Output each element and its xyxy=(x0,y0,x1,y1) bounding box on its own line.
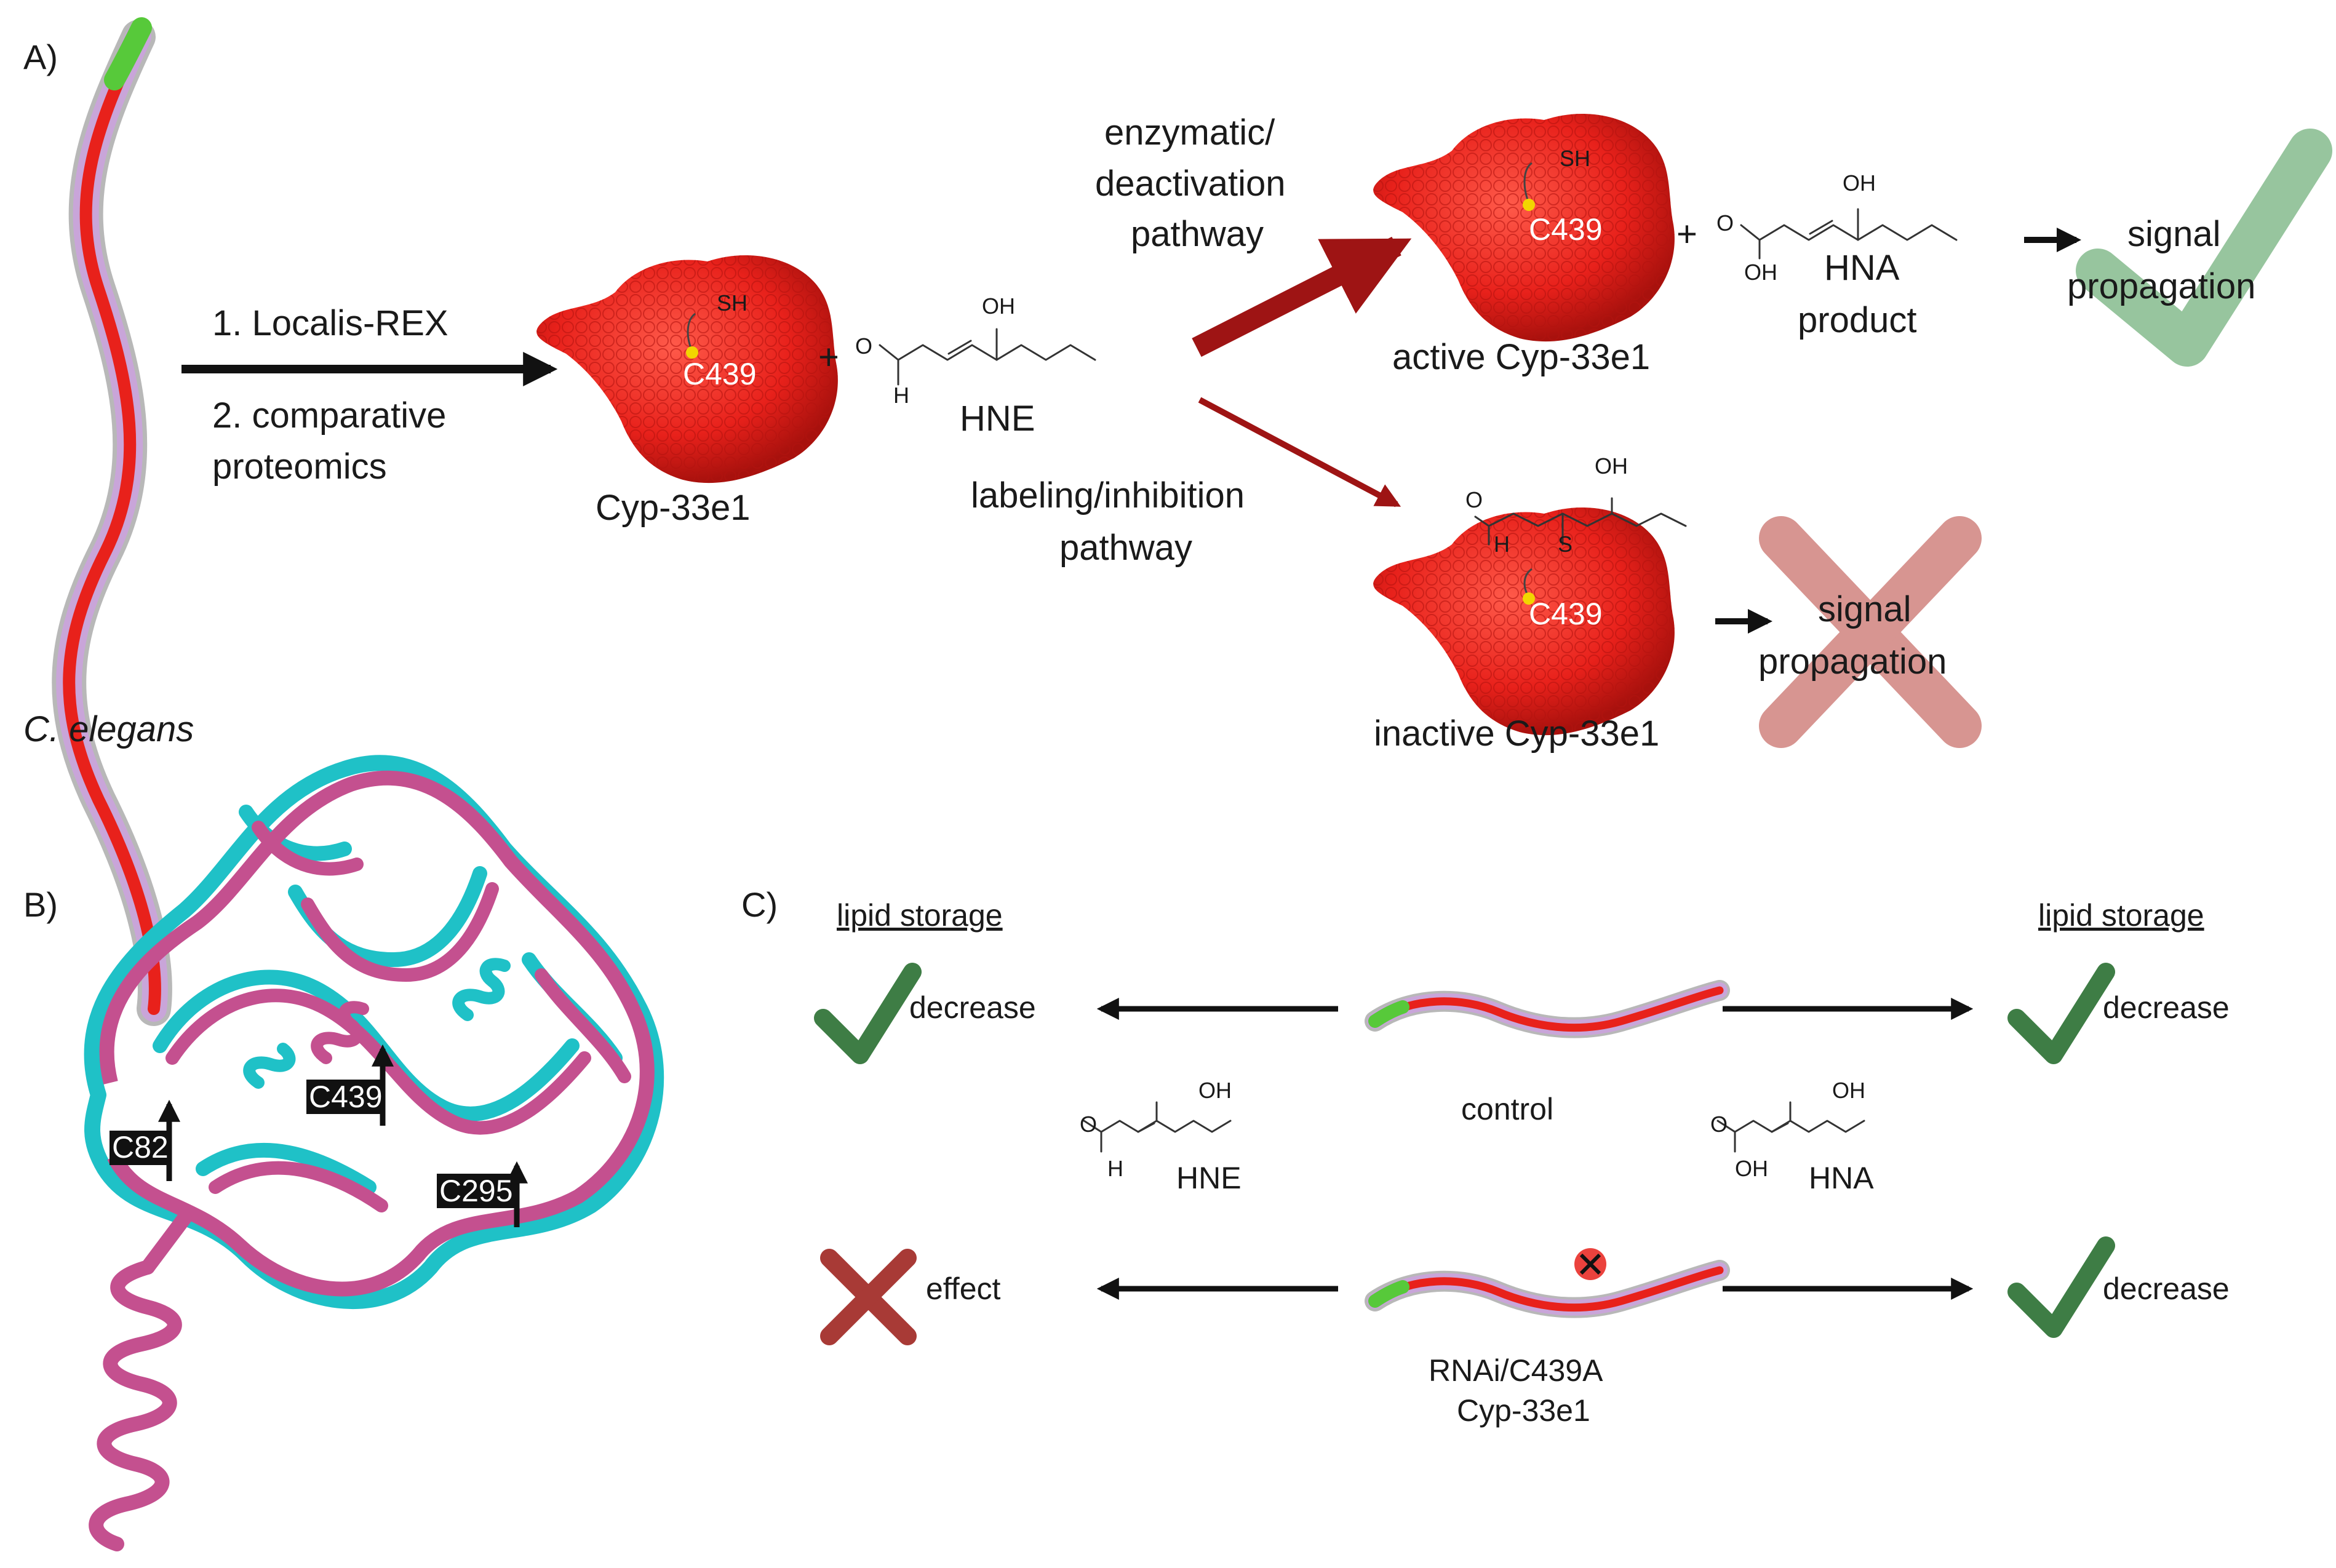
hna-small-hydroxyl: OH xyxy=(1832,1078,1865,1103)
inactive-sulfur: S xyxy=(1558,531,1573,557)
enzymatic-line3: pathway xyxy=(1131,214,1264,254)
hna-structure xyxy=(1740,208,1958,260)
signal-bottom-line2: propagation xyxy=(1758,642,1947,682)
active-residue-label: C439 xyxy=(1529,212,1603,247)
hna-small-hydroxyl-acid: OH xyxy=(1735,1156,1768,1181)
knockout-mark-icon xyxy=(1574,1248,1606,1280)
control-worm-illustration xyxy=(1375,990,1720,1028)
mutant-label-line1: RNAi/C439A xyxy=(1429,1353,1603,1388)
protein-name-label: Cyp-33e1 xyxy=(596,488,750,528)
hne-small-structure xyxy=(1083,1101,1232,1153)
organism-label: C. elegans xyxy=(23,709,194,749)
hne-label: HNE xyxy=(960,399,1035,439)
hna-oxygen: O xyxy=(1716,210,1734,236)
step1-label: 1. Localis-REX xyxy=(212,303,448,343)
enzymatic-line2: deactivation xyxy=(1095,164,1286,204)
inactive-adduct-chain xyxy=(1474,497,1687,546)
residue-c439-label: C439 xyxy=(683,357,757,391)
cyp33e1-protein-surface xyxy=(536,255,838,484)
inactive-cyp33e1-protein-surface xyxy=(1373,507,1675,736)
mutant-left-outcome: effect xyxy=(926,1272,1000,1306)
control-label: control xyxy=(1461,1092,1553,1126)
hne-oxygen: O xyxy=(855,333,872,359)
control-left-outcome: decrease xyxy=(909,990,1036,1025)
hna-small-oxygen: O xyxy=(1710,1112,1728,1137)
lipid-storage-header-right: lipid storage xyxy=(2038,898,2204,933)
signal-top-line2: propagation xyxy=(2067,266,2255,306)
cross-icon-large xyxy=(1759,516,1982,748)
active-cyp33e1-protein-surface xyxy=(1373,114,1675,342)
control-right-outcome: decrease xyxy=(2103,990,2230,1025)
hna-line2: product xyxy=(1798,300,1916,340)
plus-sign: + xyxy=(818,337,839,377)
plus-sign-2: + xyxy=(1676,214,1697,254)
panel-b-label: B) xyxy=(23,885,58,924)
labeling-pathway-arrow xyxy=(1198,397,1401,507)
step2-line2: proteomics xyxy=(212,447,387,487)
hne-small-oxygen: O xyxy=(1080,1112,1097,1137)
labeling-line1: labeling/inhibition xyxy=(971,476,1245,515)
check-icon-control-left xyxy=(814,963,922,1064)
hna-small-label: HNA xyxy=(1809,1161,1874,1195)
check-icon-control-right xyxy=(2007,963,2115,1064)
inactive-residue-label: C439 xyxy=(1529,597,1603,631)
residue-c439-overlay-label: C439 xyxy=(309,1080,383,1114)
c439-marker xyxy=(306,1044,394,1126)
panel-a-label: A) xyxy=(23,38,58,76)
residue-c82-label: C82 xyxy=(112,1130,169,1164)
mutant-right-outcome: decrease xyxy=(2103,1272,2230,1306)
hne-small-label: HNE xyxy=(1176,1161,1242,1195)
inactive-protein-label: inactive Cyp-33e1 xyxy=(1374,714,1659,754)
check-icon-mutant-right xyxy=(2007,1236,2115,1338)
thiol-label: SH xyxy=(717,290,747,316)
lipid-storage-header-left: lipid storage xyxy=(837,898,1003,933)
active-protein-label: active Cyp-33e1 xyxy=(1392,337,1650,377)
hna-line1: HNA xyxy=(1824,248,1900,288)
c82-marker xyxy=(110,1099,180,1181)
active-thiol-label: SH xyxy=(1560,146,1590,171)
inactive-oxygen: O xyxy=(1465,487,1483,512)
cross-icon-mutant-left xyxy=(820,1249,917,1345)
mutant-label-line2: Cyp-33e1 xyxy=(1457,1393,1590,1428)
enzymatic-pathway-arrow xyxy=(1192,236,1412,357)
enzymatic-line1: enzymatic/ xyxy=(1104,113,1275,153)
hne-structure xyxy=(879,328,1096,386)
hna-hydroxyl: OH xyxy=(1843,170,1876,196)
hna-small-structure xyxy=(1716,1101,1865,1153)
hne-small-hydrogen: H xyxy=(1107,1156,1123,1181)
signal-top-line1: signal xyxy=(2127,214,2221,254)
signal-bottom-line1: signal xyxy=(1818,589,1911,629)
hna-hydroxyl-acid: OH xyxy=(1744,260,1777,285)
hne-small-hydroxyl: OH xyxy=(1198,1078,1232,1103)
residue-c295-label: C295 xyxy=(439,1174,513,1208)
hne-hydroxyl: OH xyxy=(982,293,1015,319)
c-elegans-worm-illustration xyxy=(52,17,172,1026)
hne-hydrogen: H xyxy=(893,383,909,408)
labeling-line2: pathway xyxy=(1059,528,1192,568)
panel-c-label: C) xyxy=(741,885,778,924)
step2-line1: 2. comparative xyxy=(212,396,446,436)
check-icon-large xyxy=(2076,129,2332,367)
inactive-hydrogen: H xyxy=(1494,531,1510,557)
protein-structure-overlay xyxy=(84,755,664,1551)
c295-marker xyxy=(437,1161,528,1227)
mutant-worm-illustration xyxy=(1375,1270,1720,1308)
inactive-hydroxyl: OH xyxy=(1595,453,1628,479)
